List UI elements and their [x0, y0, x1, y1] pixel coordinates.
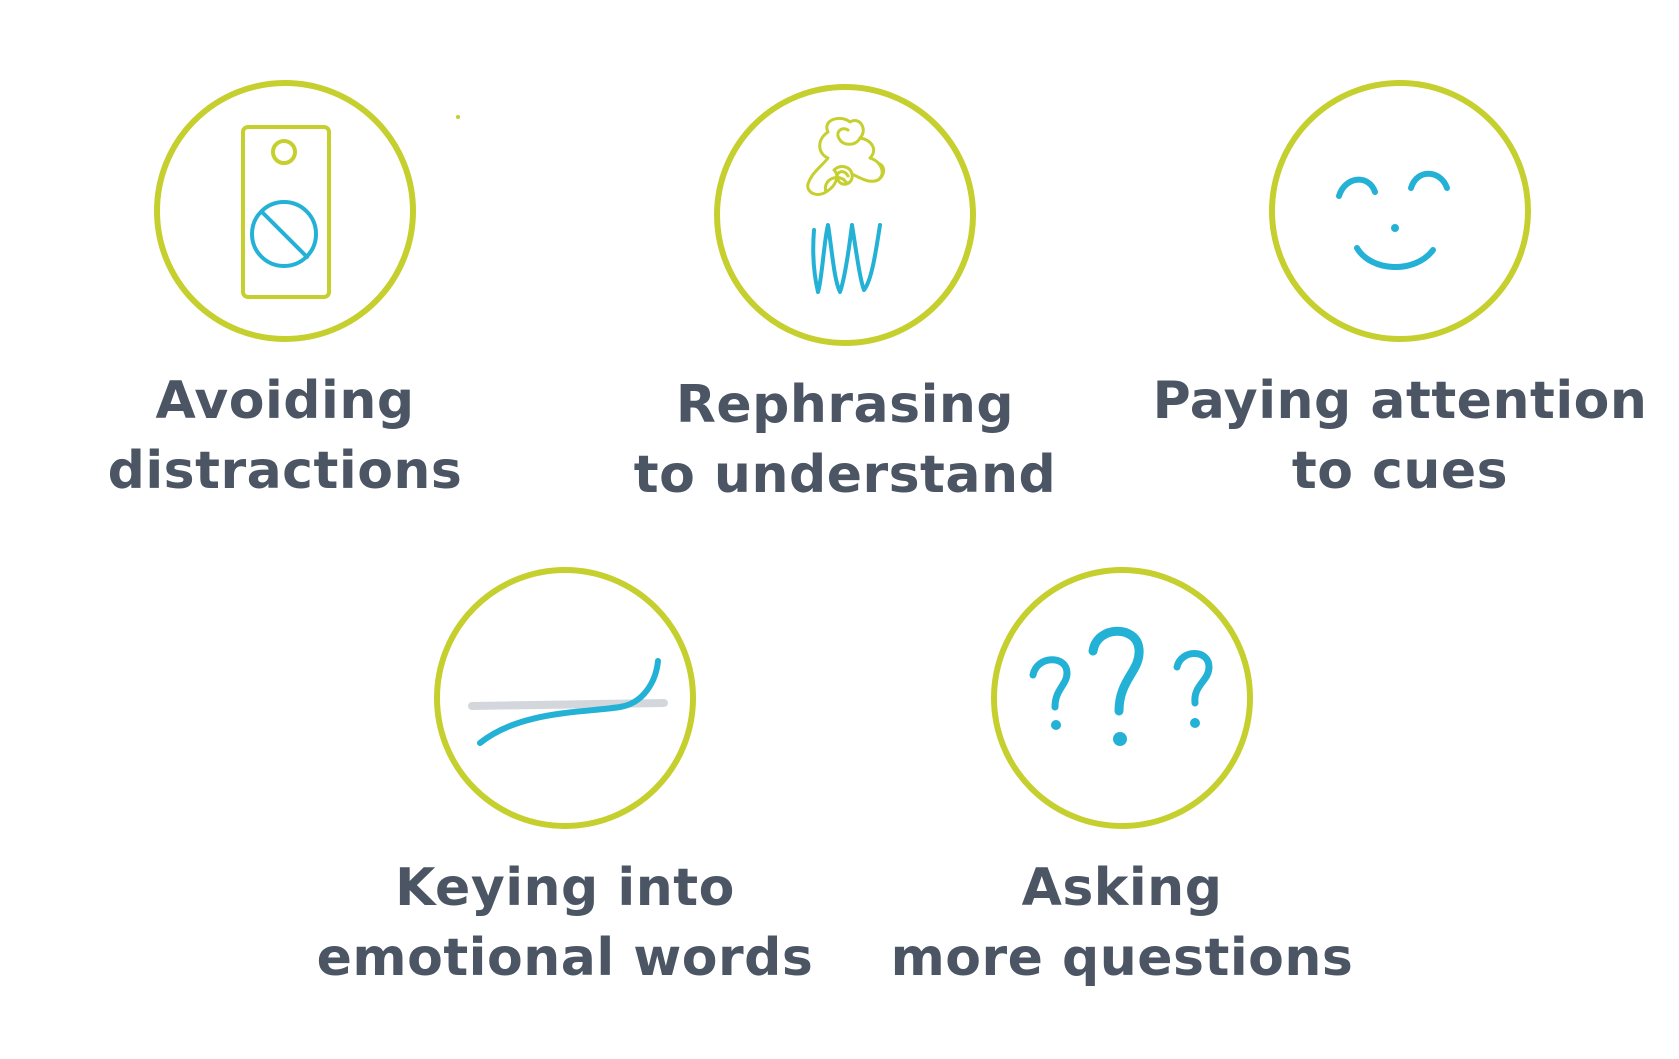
- label-line-1: Paying attention: [1152, 371, 1648, 431]
- item-label: Keying into emotional words: [305, 853, 825, 993]
- label-line-2: emotional words: [316, 928, 814, 988]
- question-marks-icon: [987, 563, 1257, 833]
- stray-dot: [456, 115, 460, 119]
- item-label: Rephrasing to understand: [585, 370, 1105, 510]
- item-label: Asking more questions: [862, 853, 1382, 993]
- head-rephrase-icon: [710, 80, 980, 350]
- label-line-2: to cues: [1291, 441, 1509, 501]
- phone-no-distraction-icon: [150, 76, 420, 346]
- label-line-2: distractions: [107, 441, 463, 501]
- label-line-1: Keying into: [395, 858, 735, 918]
- wave-line-icon: [430, 563, 700, 833]
- smiley-face-icon: [1265, 76, 1535, 346]
- label-line-1: Rephrasing: [675, 375, 1015, 435]
- label-line-2: to understand: [633, 445, 1057, 505]
- item-label: Avoiding distractions: [25, 366, 545, 506]
- label-line-1: Avoiding: [155, 371, 415, 431]
- item-label: Paying attention to cues: [1140, 366, 1660, 506]
- label-line-2: more questions: [890, 928, 1354, 988]
- label-line-1: Asking: [1021, 858, 1223, 918]
